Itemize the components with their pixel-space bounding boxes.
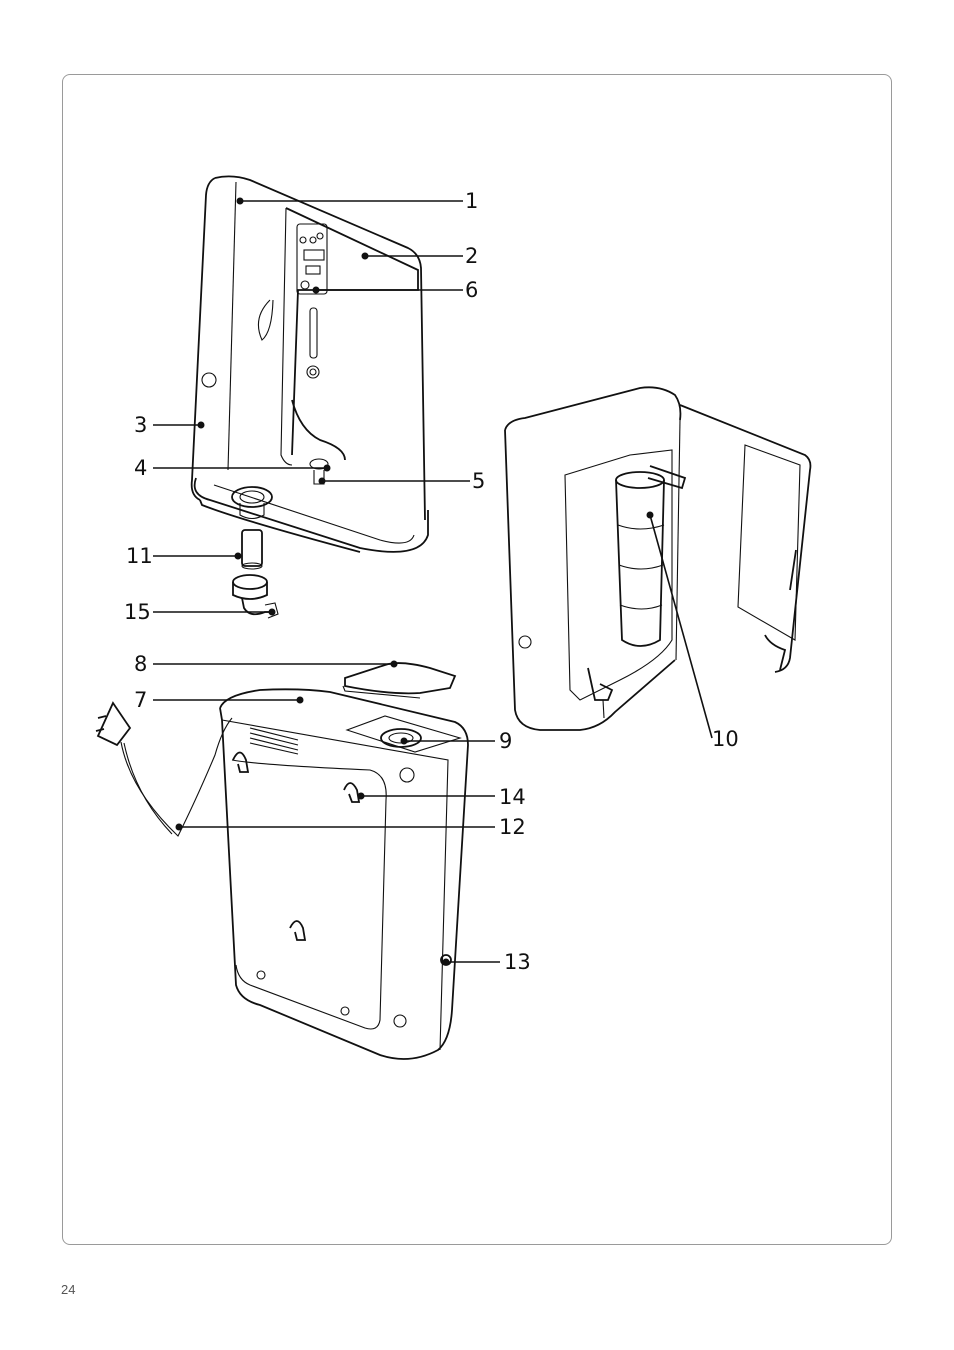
callout-8: 8 [134, 652, 147, 676]
callout-5: 5 [472, 469, 485, 493]
power-cord-drawing [96, 703, 232, 836]
callout-2: 2 [465, 244, 478, 268]
open-unit-drawing [505, 387, 810, 730]
top-unit-drawing [192, 176, 428, 552]
connector-parts-drawing [233, 530, 278, 618]
tank-drawing [220, 689, 468, 1059]
callout-3: 3 [134, 413, 147, 437]
page-number: 24 [61, 1282, 75, 1297]
callout-labels: 1 2 6 3 4 5 11 15 8 7 9 14 12 13 10 [124, 189, 739, 974]
callout-6: 6 [465, 278, 478, 302]
callout-leaders [153, 198, 712, 966]
callout-12: 12 [499, 815, 526, 839]
callout-7: 7 [134, 688, 147, 712]
callout-9: 9 [499, 729, 512, 753]
callout-11: 11 [126, 544, 153, 568]
callout-14: 14 [499, 785, 526, 809]
lid-drawing [343, 663, 455, 698]
callout-4: 4 [134, 456, 147, 480]
callout-10: 10 [712, 727, 739, 751]
callout-13: 13 [504, 950, 531, 974]
callout-15: 15 [124, 600, 151, 624]
callout-1: 1 [465, 189, 478, 213]
